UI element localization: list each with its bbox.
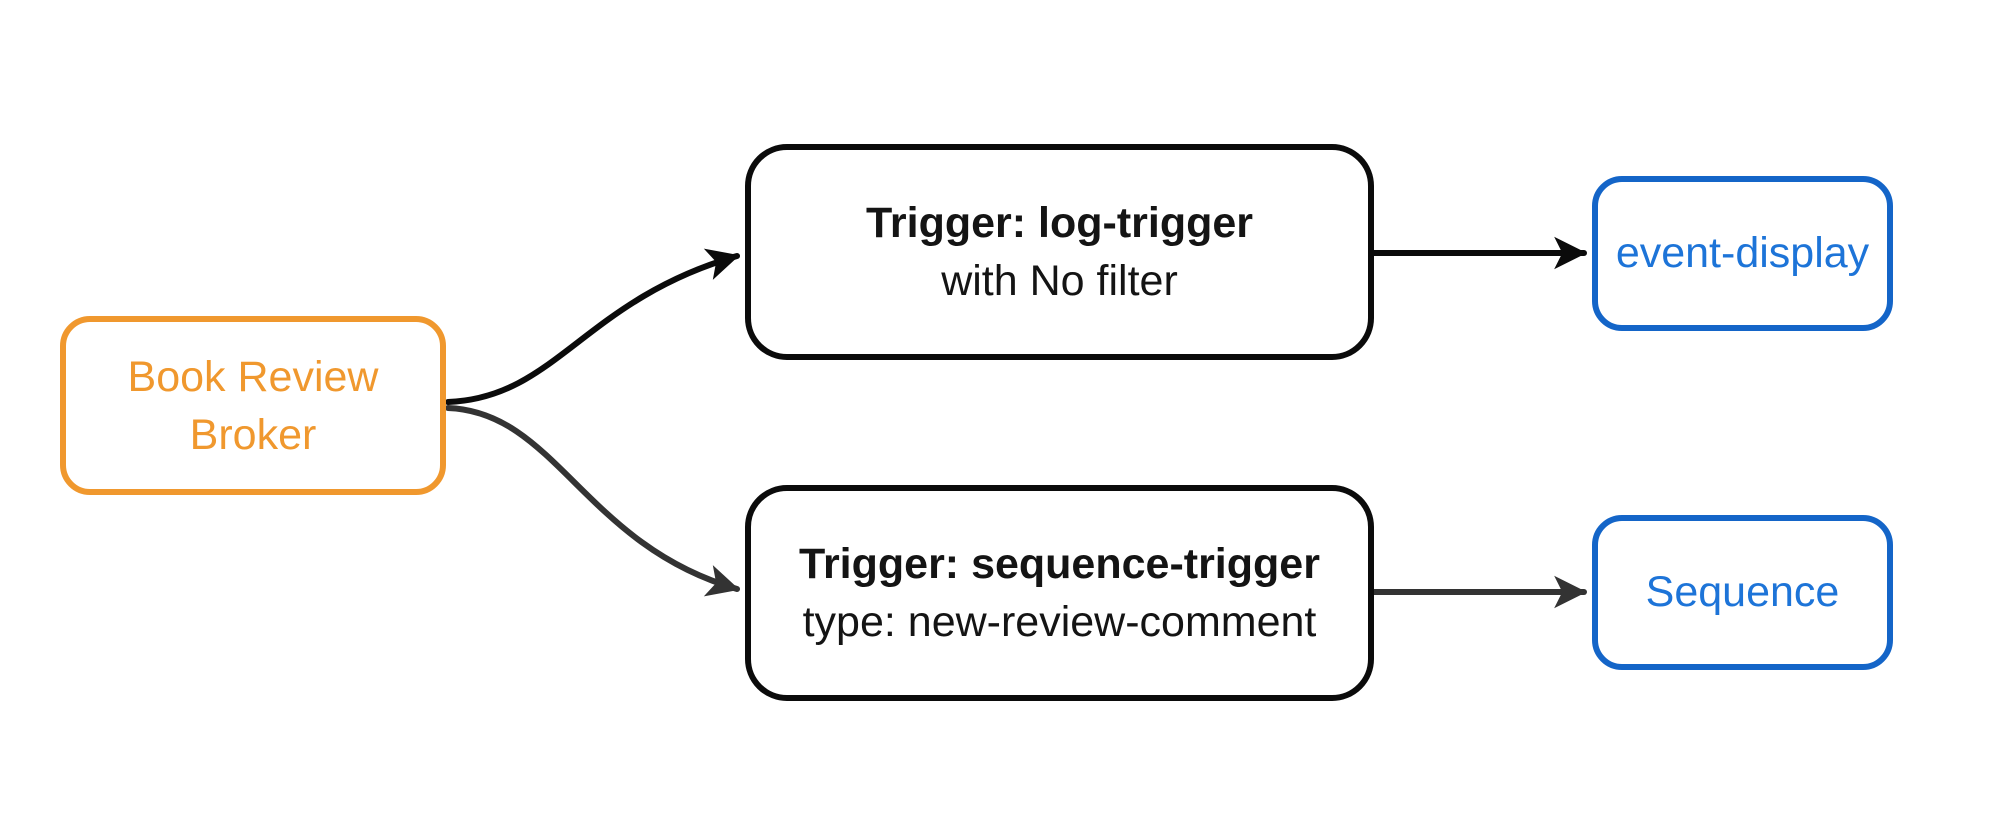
event-display-label: event-display (1615, 229, 1870, 277)
sequence-trigger-title: Trigger: sequence-trigger (799, 540, 1320, 588)
broker-node: Book Review Broker (60, 316, 446, 495)
sequence-trigger-subtitle: type: new-review-comment (802, 598, 1317, 646)
sequence-node: Sequence (1592, 515, 1893, 670)
broker-label-line2: Broker (189, 410, 317, 459)
sequence-trigger-node: Trigger: sequence-trigger type: new-revi… (745, 485, 1374, 701)
sequence-label: Sequence (1645, 568, 1840, 616)
edge-broker-to-sequence-trigger (445, 405, 740, 597)
event-display-node: event-display (1592, 176, 1893, 331)
broker-label-line1: Book Review (127, 352, 379, 401)
log-trigger-title: Trigger: log-trigger (866, 199, 1253, 247)
log-trigger-node: Trigger: log-trigger with No filter (745, 144, 1374, 360)
log-trigger-subtitle: with No filter (941, 257, 1178, 305)
edge-broker-to-log-trigger (445, 248, 740, 405)
